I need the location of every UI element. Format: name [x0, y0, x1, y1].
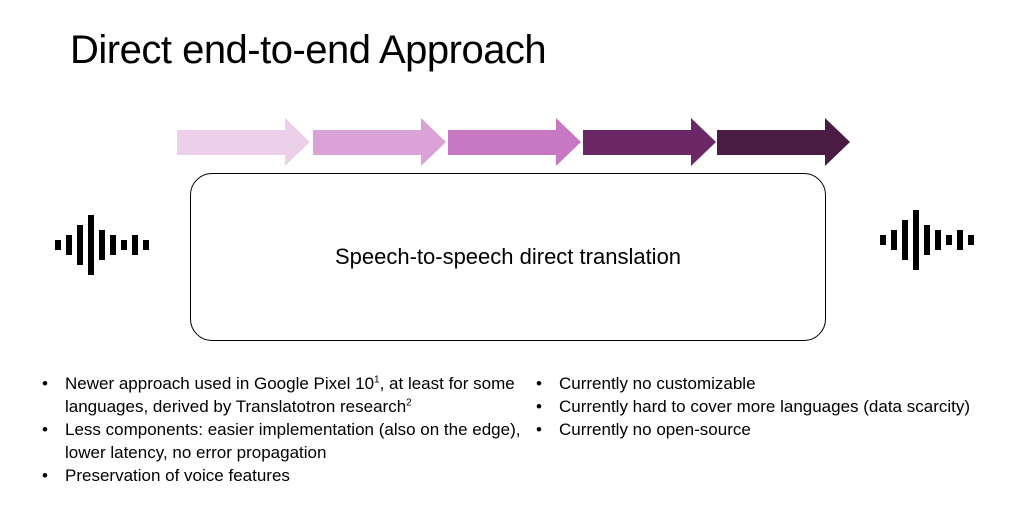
pros-list: Newer approach used in Google Pixel 101,… — [42, 372, 522, 487]
arrow-icon — [448, 118, 581, 166]
list-item: Preservation of voice features — [42, 464, 522, 487]
pipeline-arrows — [177, 118, 850, 166]
arrow-icon — [717, 118, 850, 166]
list-item: Currently no open-source — [536, 418, 1016, 441]
list-item: Newer approach used in Google Pixel 101,… — [42, 372, 522, 418]
list-item: Less components: easier implementation (… — [42, 418, 522, 464]
waveform-icon — [880, 208, 974, 272]
arrow-icon — [313, 118, 446, 166]
list-item: Currently hard to cover more languages (… — [536, 395, 1016, 418]
cons-list: Currently no customizable Currently hard… — [536, 372, 1016, 441]
arrow-icon — [583, 118, 716, 166]
box-label: Speech-to-speech direct translation — [334, 244, 682, 269]
slide-title: Direct end-to-end Approach — [70, 28, 547, 72]
list-item: Currently no customizable — [536, 372, 1016, 395]
arrow-icon — [177, 118, 310, 166]
waveform-icon — [55, 213, 149, 277]
translation-box: Speech-to-speech direct translation — [190, 173, 826, 341]
